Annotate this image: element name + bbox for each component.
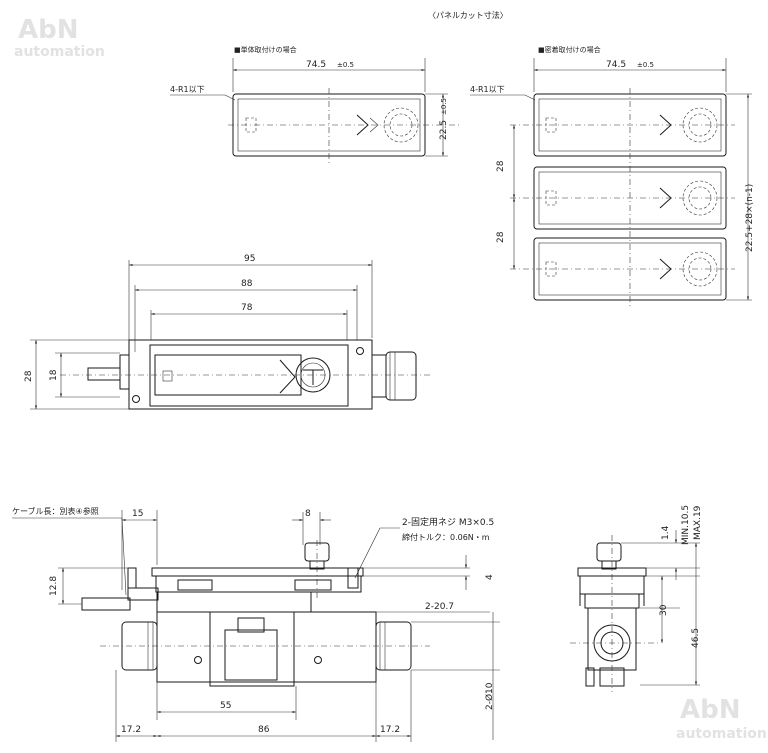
front-d18: 18 — [49, 369, 59, 381]
side-d17-2b: 17.2 — [380, 725, 400, 735]
svg-text:AbN: AbN — [18, 15, 79, 45]
end-d46-5: 46.5 — [691, 628, 701, 648]
side-d12-8: 12.8 — [49, 576, 59, 596]
side-d17-2a: 17.2 — [121, 725, 141, 735]
front-d28: 28 — [24, 370, 34, 382]
panel-gang-height: 22.5+28×(n-1) — [745, 184, 755, 252]
side-d15: 15 — [132, 509, 143, 519]
end-max: MAX.19 — [693, 505, 703, 540]
panel-gang-width-tol: ±0.5 — [637, 61, 654, 69]
side-d8: 8 — [305, 509, 311, 519]
panel-single-height: 22.5 — [439, 120, 449, 140]
panel-single-height-tol: ±0.5 — [440, 98, 448, 115]
end-d30: 30 — [659, 604, 669, 616]
side-torque: 締付トルク：0.06N・m — [402, 532, 490, 542]
side-d86: 86 — [258, 725, 270, 735]
panel-cut-gang: ■密着取付けの場合 74.5 ±0.5 4-R1以下 — [470, 45, 755, 306]
panel-cut-single: ■単体取付けの場合 74.5 ±0.5 4-R1以下 22.5 ±0.5 — [170, 45, 460, 164]
front-d88: 88 — [241, 279, 253, 289]
watermark-bottom-right: AbN automation — [676, 695, 767, 742]
svg-text:automation: automation — [14, 44, 105, 60]
panel-single-width-tol: ±0.5 — [337, 61, 354, 69]
panel-cut-title: 〈パネルカット寸法〉 — [428, 10, 508, 20]
front-d78: 78 — [241, 303, 253, 313]
side-cable-label: ケーブル長：別表④参照 — [12, 506, 99, 516]
svg-text:AbN: AbN — [680, 695, 741, 725]
panel-gang-pitch1: 28 — [496, 160, 506, 172]
side-screw: 2-固定用ネジ M3×0.5 — [402, 516, 494, 528]
panel-single-width: 74.5 — [306, 60, 326, 70]
panel-gang-radius: 4-R1以下 — [470, 85, 505, 94]
watermark-top-left: AbN automation — [14, 15, 105, 60]
end-d1-4: 1.4 — [661, 525, 671, 540]
svg-text:automation: automation — [676, 726, 767, 742]
side-view: ケーブル長：別表④参照 15 8 2-固定用ネジ M3×0.5 締付トルク：0.… — [12, 506, 500, 742]
end-min: MIN.10.5 — [681, 505, 691, 545]
panel-gang-width: 74.5 — [606, 60, 626, 70]
side-d4: 4 — [485, 574, 495, 580]
panel-gang-pitch2: 28 — [496, 231, 506, 243]
side-d20-7: 2-20.7 — [425, 602, 454, 612]
panel-single-radius: 4-R1以下 — [170, 85, 205, 94]
panel-single-label: ■単体取付けの場合 — [234, 45, 297, 54]
side-d55: 55 — [220, 701, 231, 711]
side-d10: 2-Ø10 — [484, 682, 495, 710]
front-d95: 95 — [244, 254, 255, 264]
front-view: 95 88 78 28 18 — [24, 254, 430, 410]
end-view: 1.4 MIN.10.5 MAX.19 30 46.5 — [570, 505, 703, 692]
panel-gang-label: ■密着取付けの場合 — [538, 45, 601, 54]
